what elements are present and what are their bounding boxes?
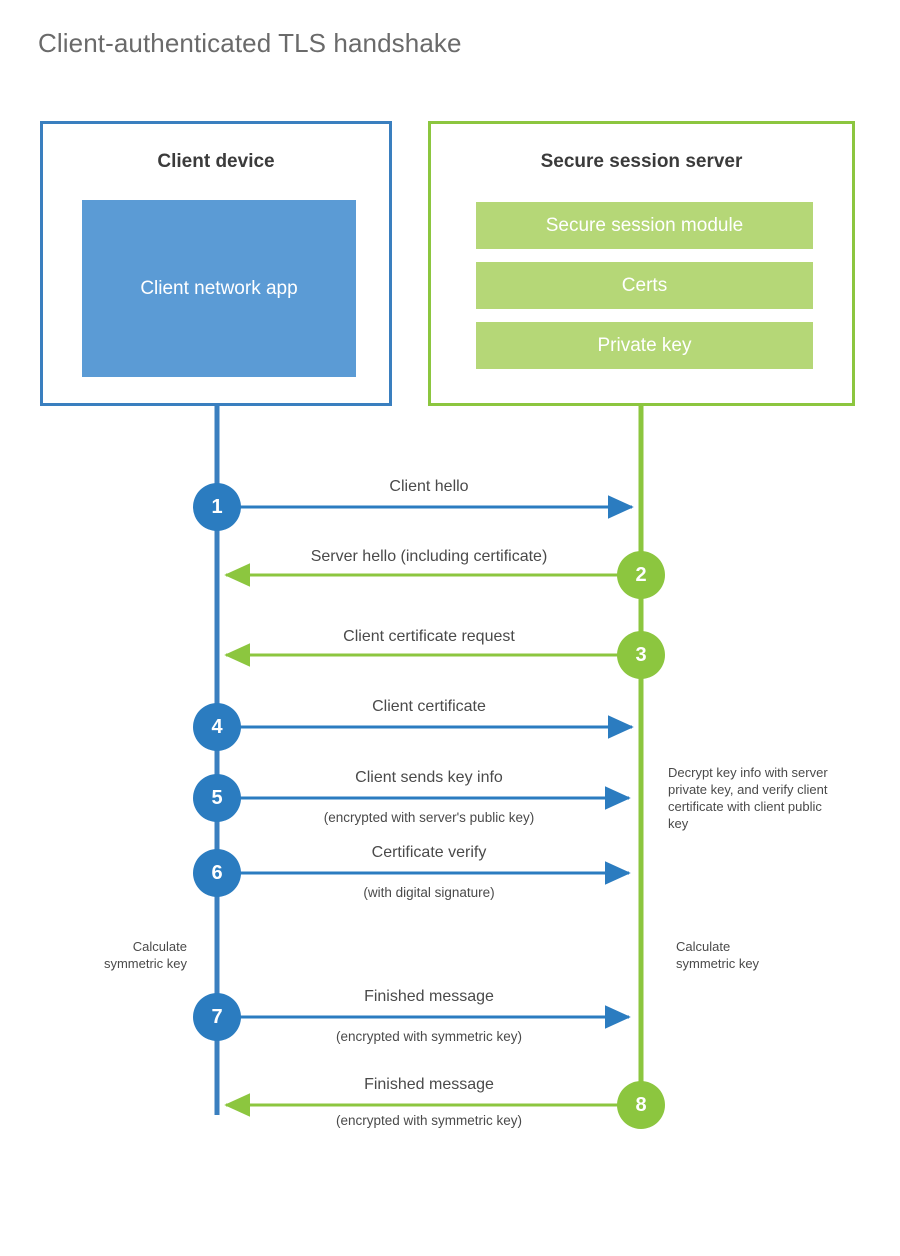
step-circle-2[interactable]: 2: [617, 551, 665, 599]
client-network-app-label: Client network app: [140, 277, 298, 299]
step-circle-6[interactable]: 6: [193, 849, 241, 897]
message-sublabel-step-7: (encrypted with symmetric key): [335, 1029, 523, 1044]
client-device-title: Client device: [157, 151, 275, 172]
server-decrypt-note: Decrypt key info with server private key…: [668, 765, 828, 831]
server-component-secure-session-module: Secure session module: [476, 202, 813, 249]
message-label-step-5: Client sends key info: [355, 769, 503, 786]
message-label-step-1: Client hello: [389, 478, 469, 495]
server-components-list: Secure session module Certs Private key: [476, 202, 813, 382]
page-title: Client-authenticated TLS handshake: [38, 28, 462, 58]
message-sublabel-step-5: (encrypted with server's public key): [323, 810, 535, 825]
step-circle-4[interactable]: 4: [193, 703, 241, 751]
message-label-step-7: Finished message: [364, 988, 494, 1005]
message-label-step-4: Client certificate: [372, 698, 486, 715]
message-label-step-2: Server hello (including certificate): [310, 548, 548, 565]
client-network-app-block: Client network app: [82, 200, 356, 377]
client-calculate-symmetric-key-note: Calculate symmetric key: [30, 938, 187, 972]
message-sublabel-step-8: (encrypted with symmetric key): [335, 1113, 523, 1128]
step-circle-5[interactable]: 5: [193, 774, 241, 822]
client-calc-line-1: Calculate: [132, 939, 187, 954]
server-calculate-symmetric-key-note: Calculate symmetric key: [676, 938, 846, 972]
server-component-private-key: Private key: [476, 322, 813, 369]
server-calc-line-1: Calculate: [676, 939, 731, 954]
step-circle-8[interactable]: 8: [617, 1081, 665, 1129]
step-circle-3[interactable]: 3: [617, 631, 665, 679]
client-device-box: Client device Client network app: [40, 121, 392, 406]
client-calc-line-2: symmetric key: [103, 956, 187, 971]
message-label-step-3: Client certificate request: [343, 628, 515, 645]
message-sublabel-step-6: (with digital signature): [363, 885, 495, 900]
message-label-step-8: Finished message: [364, 1076, 494, 1093]
server-calc-line-2: symmetric key: [676, 956, 760, 971]
message-label-step-6: Certificate verify: [371, 844, 487, 861]
step-circle-1[interactable]: 1: [193, 483, 241, 531]
step-circle-7[interactable]: 7: [193, 993, 241, 1041]
secure-session-server-title: Secure session server: [540, 151, 743, 172]
server-component-certs: Certs: [476, 262, 813, 309]
secure-session-server-box: Secure session server Secure session mod…: [428, 121, 855, 406]
